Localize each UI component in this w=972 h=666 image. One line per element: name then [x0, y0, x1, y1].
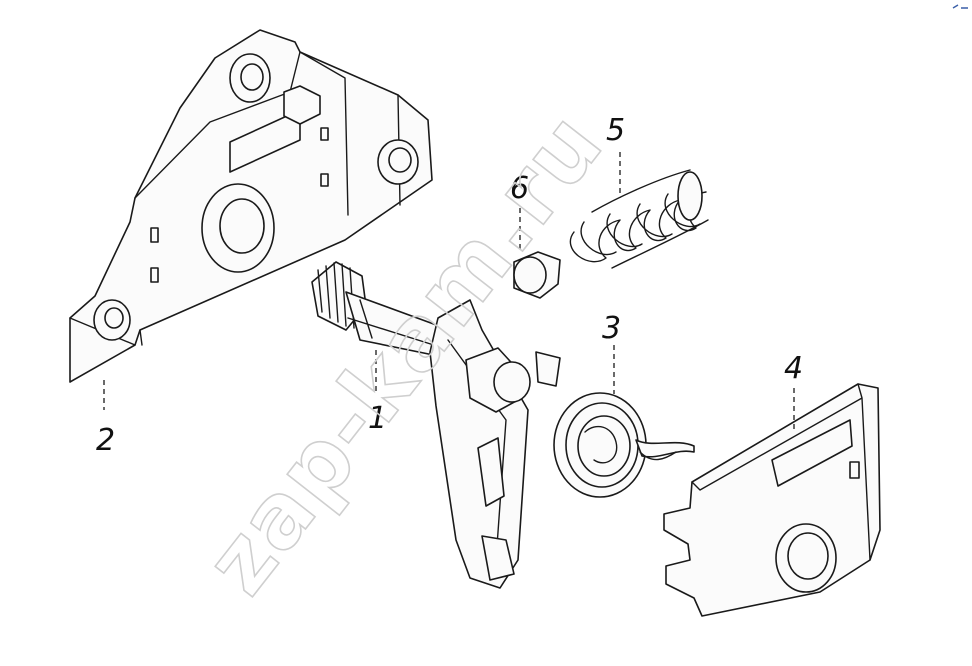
callout-3: 3 — [602, 311, 621, 346]
leader-lines — [103, 152, 795, 432]
torsion-spring — [553, 392, 695, 498]
cover — [663, 383, 881, 617]
callout-1: 1 — [368, 401, 387, 436]
pin — [513, 251, 561, 299]
callout-6: 6 — [510, 171, 529, 206]
corner-mark-icon — [952, 4, 968, 9]
bracket-plate — [69, 29, 433, 383]
coil-spring — [569, 169, 709, 269]
callout-2: 2 — [96, 423, 115, 458]
callout-4: 4 — [784, 351, 803, 386]
callout-5: 5 — [606, 113, 625, 148]
shaft-and-lever — [311, 261, 561, 589]
